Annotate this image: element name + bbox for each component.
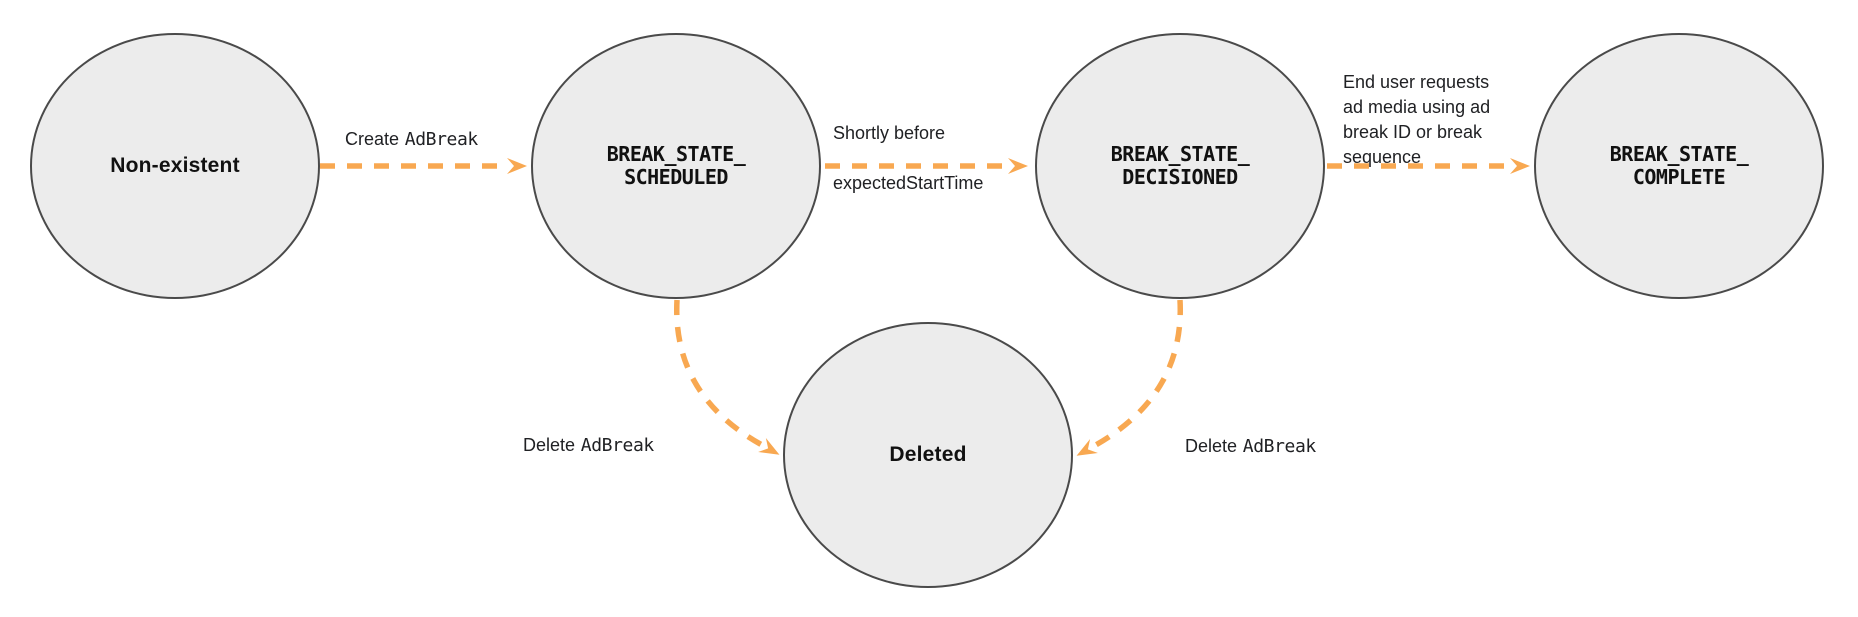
state-node-non-existent: Non-existent <box>30 33 320 299</box>
edge-label-delete-right-code: AdBreak <box>1242 436 1316 457</box>
state-node-break-state-complete: BREAK_STATE_ COMPLETE <box>1534 33 1824 299</box>
edge-label-delete-left-code: AdBreak <box>580 435 654 456</box>
edge-delete-from-decisioned <box>1076 299 1183 456</box>
state-label-break-state-complete: BREAK_STATE_ COMPLETE <box>1609 142 1749 189</box>
state-node-break-state-decisioned: BREAK_STATE_ DECISIONED <box>1035 33 1325 299</box>
state-node-break-state-scheduled: BREAK_STATE_ SCHEDULED <box>531 33 821 299</box>
edge-label-delete-right-text: Delete <box>1185 436 1238 456</box>
state-label-break-state-scheduled: BREAK_STATE_ SCHEDULED <box>606 142 746 189</box>
state-label-non-existent: Non-existent <box>110 154 240 177</box>
edge-label-end-user-requests: End user requests ad media using ad brea… <box>1343 45 1548 170</box>
edge-label-shortly-code: expectedStartTime <box>833 173 984 193</box>
edge-label-shortly-text: Shortly before <box>833 123 946 143</box>
edge-label-shortly-before: Shortly before expectedStartTime <box>833 96 983 221</box>
edge-label-create-text: Create <box>345 129 400 149</box>
edge-delete-from-scheduled <box>674 299 780 455</box>
edge-label-create-code: AdBreak <box>404 129 478 150</box>
edge-label-delete-left-text: Delete <box>523 435 576 455</box>
state-label-deleted: Deleted <box>889 443 967 466</box>
edge-label-end-user-text: End user requests ad media using ad brea… <box>1343 72 1491 167</box>
state-label-break-state-decisioned: BREAK_STATE_ DECISIONED <box>1110 142 1250 189</box>
state-node-deleted: Deleted <box>783 322 1073 588</box>
